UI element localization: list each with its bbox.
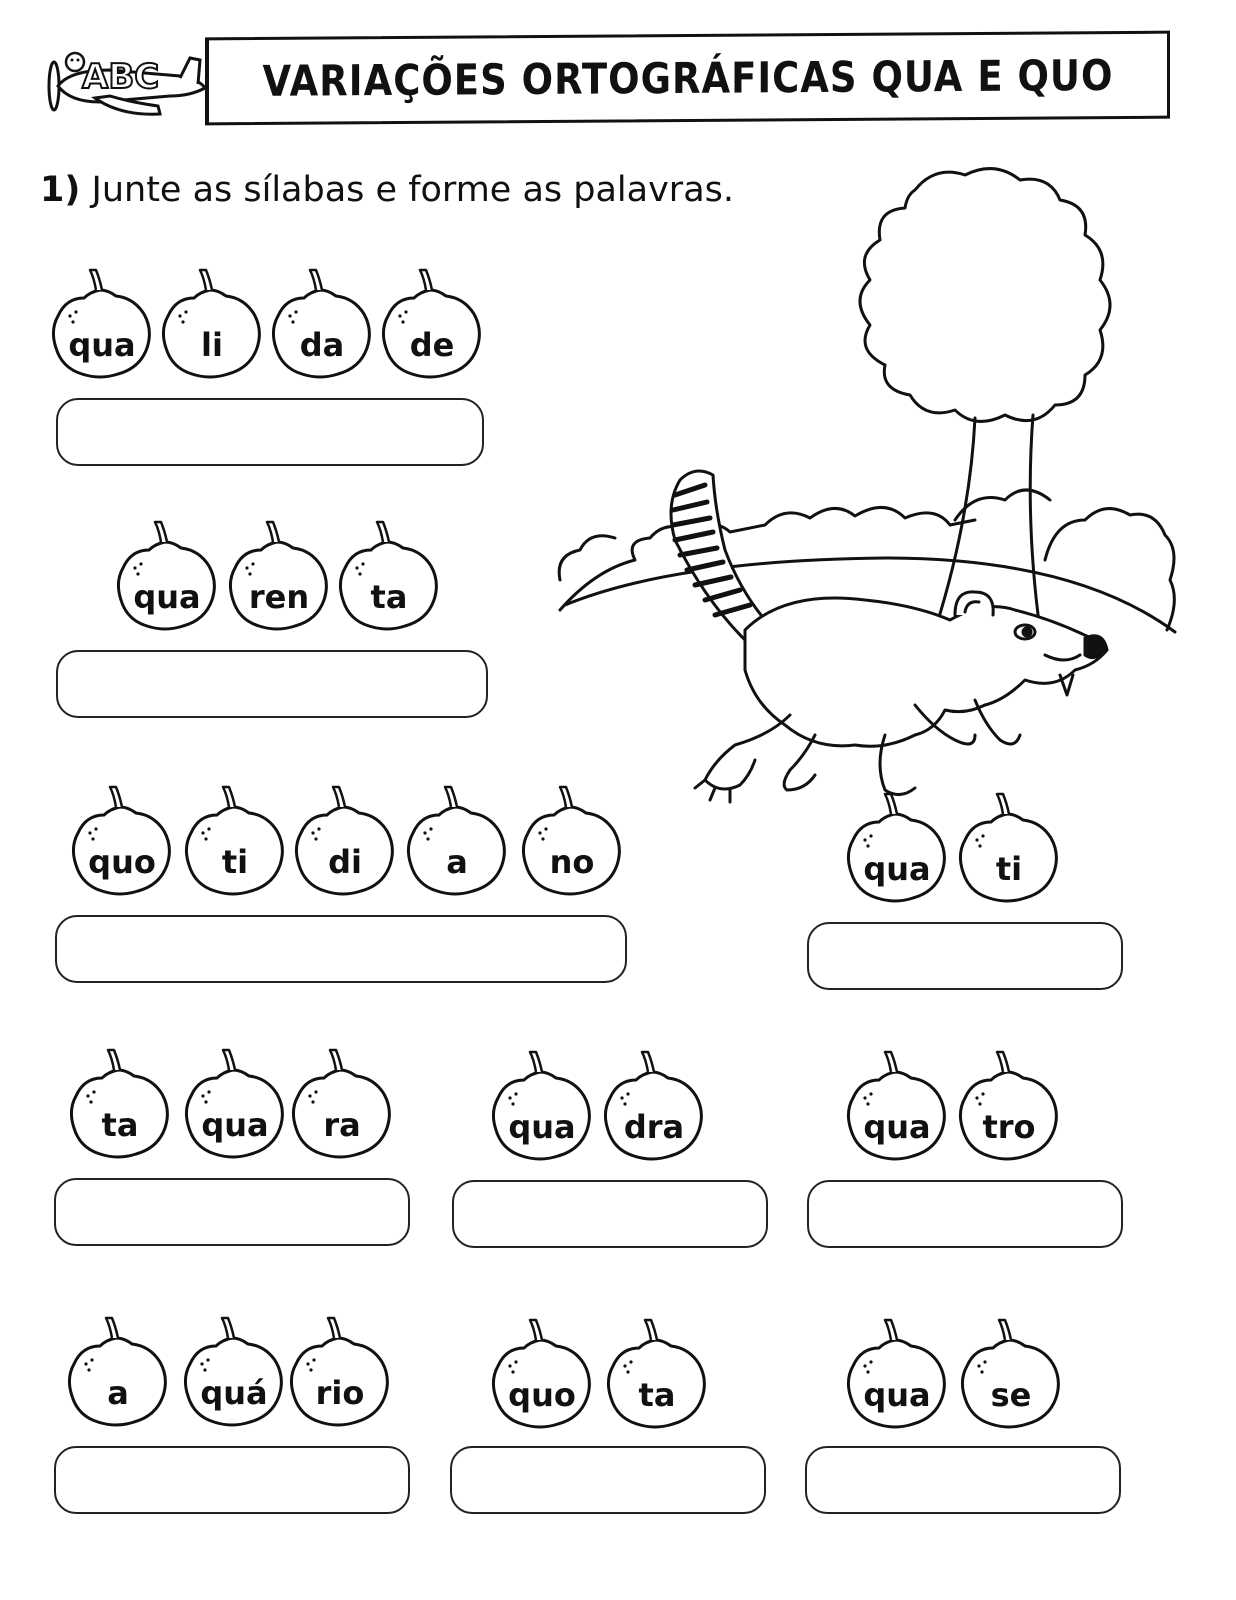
syllable-label: ta — [101, 1106, 139, 1144]
syllable-fruit: no — [520, 785, 624, 900]
answer-box[interactable] — [55, 915, 627, 983]
syllable-fruit: se — [959, 1318, 1063, 1433]
title-banner: VARIAÇÕES ORTOGRÁFICAS QUA E QUO — [205, 30, 1170, 126]
answer-box[interactable] — [54, 1178, 410, 1246]
syllable-label: qua — [863, 1108, 931, 1146]
answer-box[interactable] — [805, 1446, 1121, 1514]
syllable-fruit: ta — [337, 520, 441, 635]
syllable-label: ti — [221, 843, 249, 881]
syllable-label: de — [409, 326, 455, 364]
syllable-label: quá — [200, 1374, 268, 1412]
syllable-fruit: qua — [490, 1050, 594, 1165]
syllable-label: qua — [133, 578, 201, 616]
syllable-fruit: li — [160, 268, 264, 383]
syllable-label: a — [446, 843, 468, 881]
syllable-fruit: ta — [605, 1318, 709, 1433]
answer-box[interactable] — [54, 1446, 410, 1514]
syllable-fruit: dra — [602, 1050, 706, 1165]
syllable-label: qua — [863, 850, 931, 888]
syllable-fruit: ti — [957, 792, 1061, 907]
syllable-fruit: tro — [957, 1050, 1061, 1165]
syllable-label: di — [328, 843, 362, 881]
answer-box[interactable] — [807, 1180, 1123, 1248]
syllable-label: quo — [88, 843, 156, 881]
syllable-fruit: ti — [183, 785, 287, 900]
answer-box[interactable] — [807, 922, 1123, 990]
answer-box[interactable] — [56, 650, 488, 718]
syllable-label: quo — [508, 1376, 576, 1414]
answer-box[interactable] — [450, 1446, 766, 1514]
syllable-fruit: de — [380, 268, 484, 383]
syllable-label: no — [549, 843, 595, 881]
syllable-label: a — [107, 1374, 129, 1412]
syllable-fruit: quá — [182, 1316, 286, 1431]
syllable-label: rio — [315, 1374, 365, 1412]
syllable-label: li — [201, 326, 223, 364]
syllable-fruit: da — [270, 268, 374, 383]
syllable-fruit: qua — [50, 268, 154, 383]
page-title: VARIAÇÕES ORTOGRÁFICAS QUA E QUO — [262, 50, 1114, 106]
syllable-fruit: qua — [183, 1048, 287, 1163]
syllable-fruit: ta — [68, 1048, 172, 1163]
syllable-label: ti — [995, 850, 1023, 888]
abc-airplane-logo: ABC — [40, 36, 210, 128]
syllable-fruit: a — [405, 785, 509, 900]
syllable-label: tro — [982, 1108, 1036, 1146]
syllable-label: qua — [863, 1376, 931, 1414]
coati-tree-illustration — [555, 160, 1185, 810]
instruction-number: 1) — [40, 170, 81, 210]
syllable-label: da — [299, 326, 345, 364]
logo-text: ABC — [82, 57, 159, 97]
syllable-fruit: rio — [288, 1316, 392, 1431]
syllable-fruit: qua — [845, 1318, 949, 1433]
answer-box[interactable] — [56, 398, 484, 466]
syllable-label: se — [990, 1376, 1032, 1414]
syllable-label: qua — [508, 1108, 576, 1146]
syllable-fruit: qua — [845, 792, 949, 907]
syllable-label: qua — [68, 326, 136, 364]
instruction: 1) Junte as sílabas e forme as palavras. — [40, 170, 734, 210]
syllable-label: ta — [370, 578, 408, 616]
syllable-fruit: ra — [290, 1048, 394, 1163]
syllable-fruit: a — [66, 1316, 170, 1431]
answer-box[interactable] — [452, 1180, 768, 1248]
syllable-fruit: ren — [227, 520, 331, 635]
syllable-label: dra — [623, 1108, 685, 1146]
syllable-fruit: di — [293, 785, 397, 900]
syllable-fruit: qua — [845, 1050, 949, 1165]
syllable-label: ren — [248, 578, 310, 616]
syllable-label: ra — [323, 1106, 361, 1144]
syllable-fruit: qua — [115, 520, 219, 635]
instruction-text: Junte as sílabas e forme as palavras. — [91, 170, 735, 210]
syllable-label: ta — [638, 1376, 676, 1414]
syllable-fruit: quo — [490, 1318, 594, 1433]
syllable-label: qua — [201, 1106, 269, 1144]
syllable-fruit: quo — [70, 785, 174, 900]
